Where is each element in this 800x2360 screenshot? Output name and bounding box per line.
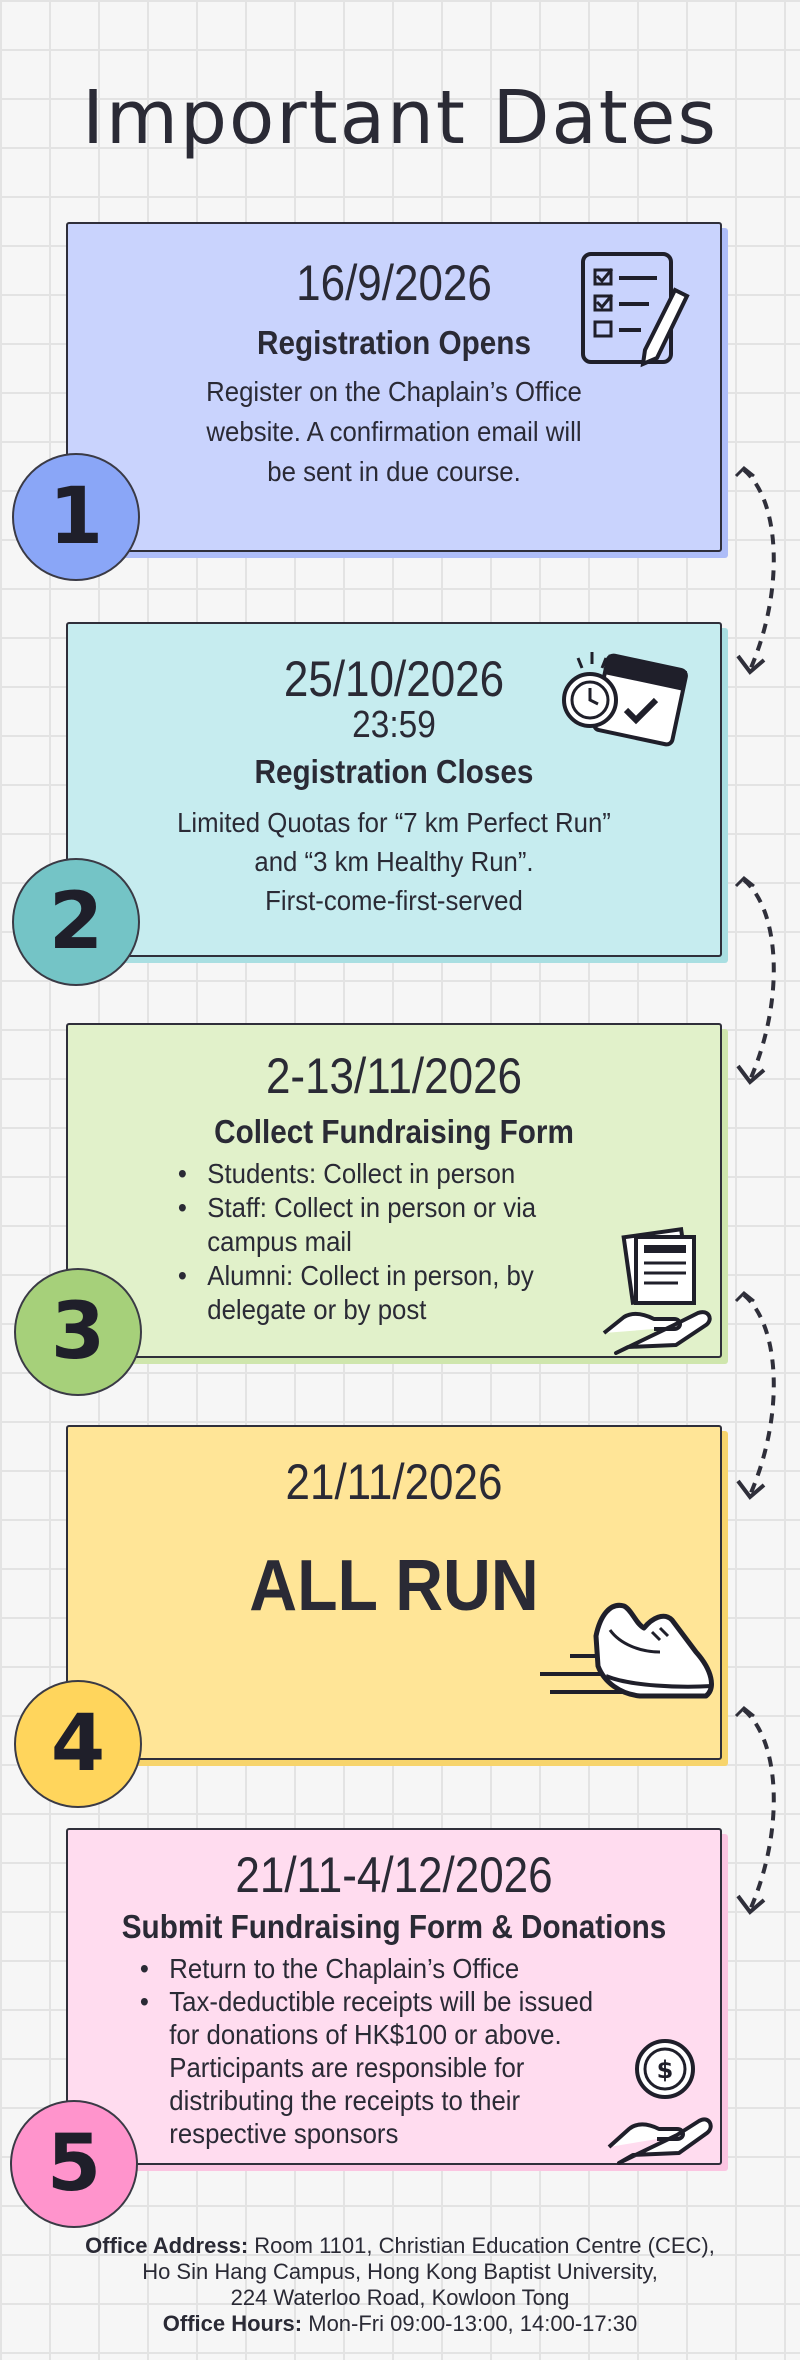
office-address-line2: Ho Sin Hang Campus, Hong Kong Baptist Un…	[142, 2259, 658, 2284]
step-date: 21/11/2026	[285, 1454, 503, 1510]
hours-label: Office Hours:	[162, 2311, 303, 2336]
dashed-arrow	[734, 465, 776, 675]
document-hand-icon	[602, 1227, 712, 1355]
step-card-1: 16/9/2026 Registration Opens Register on…	[66, 222, 722, 552]
step-date: 25/10/2026	[283, 651, 505, 707]
checklist-icon	[581, 252, 690, 368]
running-shoe-icon	[540, 1602, 714, 1699]
step-number-4: 4	[14, 1680, 142, 1808]
step-number-1: 1	[12, 453, 140, 581]
dashed-arrow	[734, 1290, 776, 1500]
step-list: Students: Collect in person Staff: Colle…	[176, 1157, 562, 1327]
step-description: Register on the Chaplain’s Office websit…	[206, 376, 582, 487]
svg-text:$: $	[657, 2056, 674, 2084]
step-heading: Collect Fundraising Form	[214, 1113, 574, 1150]
list-item: Staff: Collect in person or via campus m…	[176, 1191, 562, 1259]
page-title: Important Dates	[82, 75, 718, 161]
address-label: Office Address:	[85, 2233, 249, 2258]
step-list: Return to the Chaplain’s Office Tax-dedu…	[138, 1952, 616, 2150]
step-date: 21/11-4/12/2026	[235, 1847, 553, 1903]
step-card-3: 2-13/11/2026 Collect Fundraising Form St…	[66, 1023, 722, 1358]
step-heading: Registration Opens	[257, 324, 531, 361]
office-address-line1: Office Address: Room 1101, Christian Edu…	[85, 2233, 715, 2258]
step-number-3: 3	[14, 1268, 142, 1396]
step-date: 16/9/2026	[296, 255, 492, 311]
step-heading: Registration Closes	[254, 753, 534, 790]
step-number-2: 2	[12, 858, 140, 986]
office-hours: Office Hours: Mon-Fri 09:00-13:00, 14:00…	[162, 2311, 638, 2336]
calendar-clock-icon	[562, 652, 688, 747]
money-hand-icon: $	[607, 2039, 713, 2165]
step-heading: Submit Fundraising Form & Donations	[121, 1908, 667, 1945]
list-item: Students: Collect in person	[176, 1157, 562, 1191]
step-time: 23:59	[352, 704, 436, 746]
step-card-5: 21/11-4/12/2026 Submit Fundraising Form …	[66, 1828, 722, 2165]
step-card-4: 21/11/2026 ALL RUN	[66, 1425, 722, 1760]
office-info: Office Address: Room 1101, Christian Edu…	[0, 2233, 800, 2337]
dashed-arrow	[734, 1705, 776, 1915]
office-address-line3: 224 Waterloo Road, Kowloon Tong	[230, 2285, 570, 2310]
step-date: 2-13/11/2026	[265, 1048, 523, 1104]
list-item: Return to the Chaplain’s Office	[138, 1952, 616, 1985]
step-heading: ALL RUN	[249, 1546, 539, 1626]
list-item: Alumni: Collect in person, by delegate o…	[176, 1259, 562, 1327]
step-number-5: 5	[10, 2100, 138, 2228]
step-description: Limited Quotas for “7 km Perfect Run” an…	[177, 807, 611, 916]
dashed-arrow	[734, 875, 776, 1085]
list-item: Tax-deductible receipts will be issued f…	[138, 1985, 616, 2150]
